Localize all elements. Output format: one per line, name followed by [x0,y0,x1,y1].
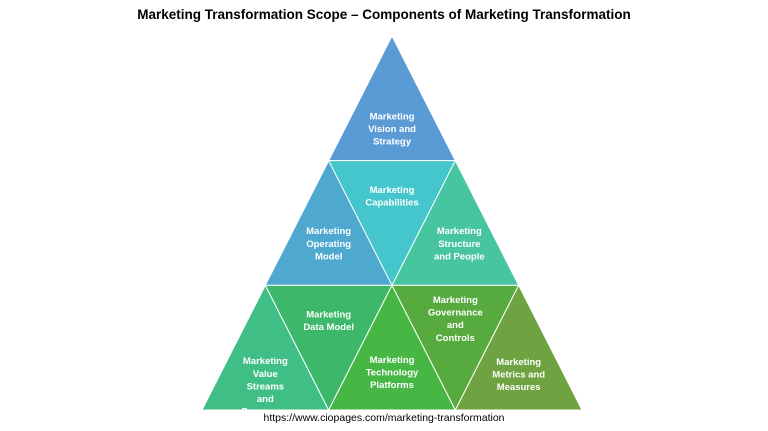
label-line: Model [315,251,342,262]
label-line: Marketing [437,226,482,237]
label-line: Controls [436,333,475,344]
diagram-title: Marketing Transformation Scope – Compone… [137,7,631,22]
label-line: Platforms [370,380,414,391]
source-url: https://www.ciopages.com/marketing-trans… [263,412,505,424]
label-line: Streams [247,381,285,392]
label-line: Marketing [306,310,351,321]
label-line: Marketing [370,355,415,366]
label-line: Capabilities [365,198,418,209]
label-line: Marketing [370,185,415,196]
label-line: Measures [497,382,541,393]
label-line: Value [253,369,278,380]
label-line: Vision and [368,124,416,135]
label-line: Operating [306,239,351,250]
label-line: Marketing [370,112,415,123]
label-line: Marketing [433,295,478,306]
label-line: Structure [438,239,480,250]
label-line: Marketing [243,356,288,367]
label-line: Strategy [373,137,412,148]
label-line: and [447,320,464,331]
label-line: Governance [428,308,483,319]
label-line: and People [434,251,485,262]
label-line: and [257,394,274,405]
label-line: Marketing [306,226,351,237]
label-line: Marketing [496,357,541,368]
segment-metrics-measures [454,284,583,411]
label-line: Metrics and [492,369,545,380]
label-line: Data Model [303,322,354,333]
label-line: Processes [242,407,290,418]
label-line: Technology [366,367,419,378]
pyramid-segments [201,34,583,412]
